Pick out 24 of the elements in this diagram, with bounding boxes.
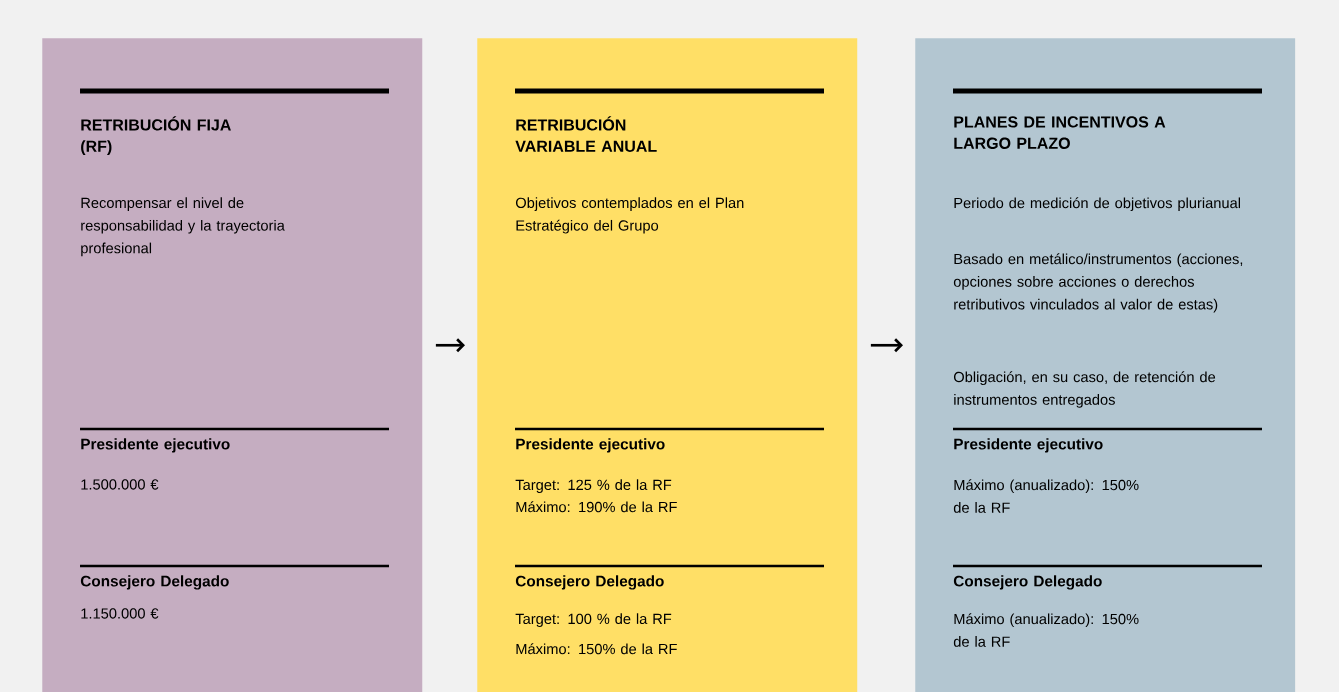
role-label: Consejero Delegado — [515, 575, 664, 590]
body-text: Basado en metálico/instrumentos (acciones, opciones sobre acciones o derechos retributivos vinculados al valor de estas) — [953, 253, 1243, 313]
body-text: 1.150.000 € — [81, 608, 159, 619]
body-text: Máximo: 190% de la RF — [516, 501, 677, 513]
body-text: Máximo (anualizado): 150% de la RF — [953, 479, 1139, 513]
role-label: Presidente ejecutivo — [954, 438, 1103, 453]
body-text: Periodo de medición de objetivos plurianual — [954, 197, 1240, 212]
column-heading: PLANES DE INCENTIVOS A LARGO PLAZO — [954, 116, 1166, 149]
role-label: Presidente ejecutivo — [81, 438, 230, 453]
role-label: Presidente ejecutivo — [516, 438, 665, 453]
role-label: Consejero Delegado — [953, 575, 1102, 590]
arrow — [435, 338, 465, 353]
role-label: Consejero Delegado — [80, 575, 229, 590]
column-heading: RETRIBUCIÓN VARIABLE ANUAL — [515, 116, 657, 152]
body-text: 1.500.000 € — [81, 479, 159, 490]
body-text: Objetivos contemplados en el Plan Estratégico del Grupo — [515, 197, 744, 234]
body-text: Obligación, en su caso, de retención de instrumentos entregados — [953, 371, 1216, 408]
body-text: Recompensar el nivel de responsabilidad y la trayectoria profesional — [81, 197, 285, 257]
body-text: Target: 125 % de la RF — [515, 479, 672, 493]
body-text: Target: 100 % de la RF — [515, 613, 672, 627]
arrow — [870, 338, 903, 353]
body-text: Máximo (anualizado): 150% de la RF — [953, 613, 1139, 647]
column-heading: RETRIBUCIÓN FIJA (RF) — [81, 116, 231, 156]
body-text: Máximo: 150% de la RF — [516, 643, 677, 655]
